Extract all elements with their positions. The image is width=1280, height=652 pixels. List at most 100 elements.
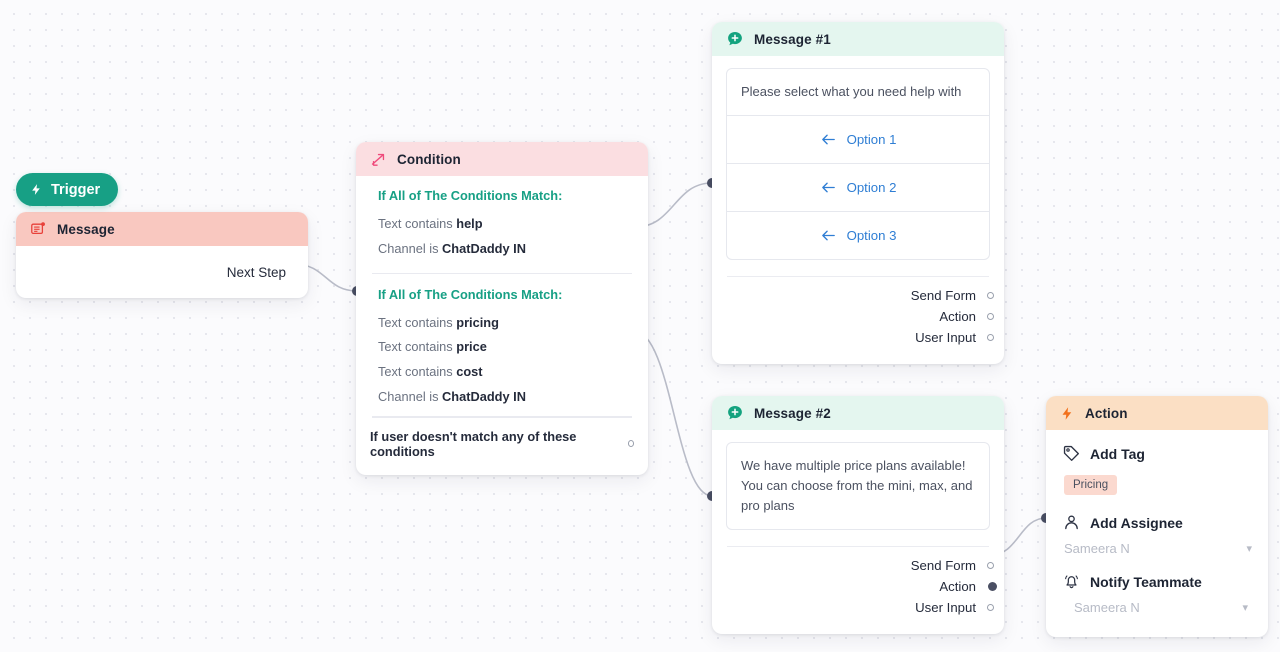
output-action[interactable]: Action	[726, 576, 997, 596]
assignee-select[interactable]: Sameera N ▾	[1064, 541, 1252, 556]
condition-row-value: cost	[456, 364, 483, 380]
condition-row: Channel is ChatDaddy IN	[378, 239, 634, 259]
condition-group-title: If All of The Conditions Match:	[378, 286, 563, 302]
output-label: Send Form	[910, 287, 976, 303]
trigger-label: Trigger	[51, 181, 101, 198]
tag-icon	[1062, 444, 1081, 463]
node-body-action: Add Tag Pricing Add Assignee Sameera N ▾	[1046, 430, 1268, 637]
node-title-message: Message	[57, 221, 115, 237]
action-add-tag[interactable]: Add Tag	[1062, 444, 1252, 463]
reply-arrow-icon	[820, 131, 837, 148]
message-1-text[interactable]: Please select what you need help with	[741, 84, 962, 99]
output-label: Send Form	[910, 557, 976, 573]
node-header-message-2: Message #2	[712, 396, 1004, 430]
action-add-tag-label: Add Tag	[1090, 445, 1145, 462]
condition-row-value: price	[456, 339, 487, 355]
condition-row-prefix: Text contains	[378, 364, 457, 380]
action-notify-teammate[interactable]: Notify Teammate	[1062, 572, 1252, 591]
next-step-label[interactable]: Next Step	[226, 264, 286, 280]
condition-row-prefix: Text contains	[378, 216, 457, 231]
message-1-box: Please select what you need help with Op…	[726, 68, 990, 261]
output-action[interactable]: Action	[726, 306, 994, 326]
port-user-input[interactable]	[987, 333, 994, 341]
node-header-condition: Condition	[356, 142, 648, 176]
node-action[interactable]: Action Add Tag Pricing	[1046, 396, 1268, 637]
lightning-bolt-icon	[1060, 405, 1075, 422]
node-header-message: Message	[16, 212, 308, 246]
port-action[interactable]	[987, 312, 994, 320]
assignee-value: Sameera N	[1064, 541, 1130, 556]
port-send-form[interactable]	[987, 291, 994, 299]
condition-row-value: pricing	[456, 314, 499, 330]
node-title-action: Action	[1085, 405, 1128, 421]
condition-row: Channel is ChatDaddy IN	[378, 387, 634, 407]
action-notify-teammate-label: Notify Teammate	[1090, 573, 1202, 590]
port-user-input[interactable]	[987, 603, 994, 611]
message-2-outputs: Send Form Action User Input	[726, 555, 997, 624]
node-message-1[interactable]: Message #1 Please select what you need h…	[712, 22, 1004, 365]
node-body-message: Next Step	[16, 246, 308, 298]
option-label: Option 1	[846, 132, 897, 148]
action-add-assignee[interactable]: Add Assignee	[1062, 513, 1252, 532]
condition-row: Text contains pricing	[378, 313, 634, 333]
output-label: Action	[939, 578, 976, 594]
condition-group-1[interactable]: If All of The Conditions Match: Text con…	[370, 188, 634, 259]
output-send-form[interactable]: Send Form	[726, 555, 994, 575]
divider	[372, 415, 632, 417]
message-2-box: We have multiple price plans available! …	[726, 442, 990, 531]
divider	[372, 272, 632, 274]
node-title-message-1: Message #1	[754, 31, 831, 47]
message-1-option-1[interactable]: Option 1	[727, 115, 989, 163]
condition-group-2[interactable]: If All of The Conditions Match: Text con…	[370, 287, 634, 407]
condition-row-prefix: Channel is	[378, 240, 443, 256]
condition-row: Text contains cost	[378, 362, 634, 382]
condition-row-prefix: Text contains	[378, 339, 457, 355]
node-body-message-1: Please select what you need help with Op…	[712, 56, 1004, 364]
person-icon	[1062, 513, 1081, 532]
output-user-input[interactable]: User Input	[726, 327, 994, 347]
output-user-input[interactable]: User Input	[726, 597, 994, 617]
node-message-2[interactable]: Message #2 We have multiple price plans …	[712, 396, 1004, 635]
divider	[727, 546, 989, 548]
condition-fallback-row[interactable]: If user doesn't match any of these condi…	[370, 427, 634, 469]
condition-row: Text contains price	[378, 337, 634, 357]
chat-plus-icon	[726, 404, 744, 422]
message-lines-icon	[30, 221, 47, 238]
notify-teammate-select[interactable]: Sameera N ▾	[1074, 600, 1248, 615]
condition-row: Text contains help	[378, 214, 634, 234]
node-header-message-1: Message #1	[712, 22, 1004, 56]
node-title-condition: Condition	[397, 151, 461, 167]
port-action-connected[interactable]	[988, 581, 997, 591]
node-title-message-2: Message #2	[754, 405, 831, 421]
option-label: Option 3	[846, 228, 897, 244]
node-condition[interactable]: Condition If All of The Conditions Match…	[356, 142, 648, 475]
option-label: Option 2	[846, 180, 897, 196]
message-1-option-3[interactable]: Option 3	[727, 211, 989, 259]
chevron-down-icon: ▾	[1246, 543, 1252, 555]
condition-row-prefix: Channel is	[378, 389, 443, 405]
divider	[372, 416, 632, 418]
output-label: User Input	[915, 599, 976, 615]
condition-row-value: ChatDaddy IN	[442, 389, 526, 405]
output-send-form[interactable]: Send Form	[726, 285, 994, 305]
condition-row-prefix: Text contains	[378, 314, 457, 330]
node-message-trigger[interactable]: Message Next Step	[16, 212, 308, 298]
output-label: User Input	[915, 329, 976, 345]
reply-arrow-icon	[820, 179, 837, 196]
reply-arrow-icon	[820, 227, 837, 244]
message-1-option-2[interactable]: Option 2	[727, 163, 989, 211]
port-send-form[interactable]	[987, 561, 994, 569]
lightning-bolt-icon	[30, 182, 43, 197]
tag-chip-pricing[interactable]: Pricing	[1064, 475, 1118, 495]
node-body-condition: If All of The Conditions Match: Text con…	[356, 176, 648, 475]
message-2-text[interactable]: We have multiple price plans available! …	[741, 458, 973, 514]
chevron-down-icon: ▾	[1242, 602, 1248, 614]
port-fallback[interactable]	[627, 440, 634, 448]
node-body-message-2: We have multiple price plans available! …	[712, 430, 1004, 634]
output-label: Action	[939, 308, 976, 324]
trigger-button[interactable]: Trigger	[16, 173, 119, 206]
condition-row-value: help	[456, 216, 483, 231]
condition-fallback-label: If user doesn't match any of these condi…	[370, 428, 577, 459]
divider	[727, 276, 989, 278]
